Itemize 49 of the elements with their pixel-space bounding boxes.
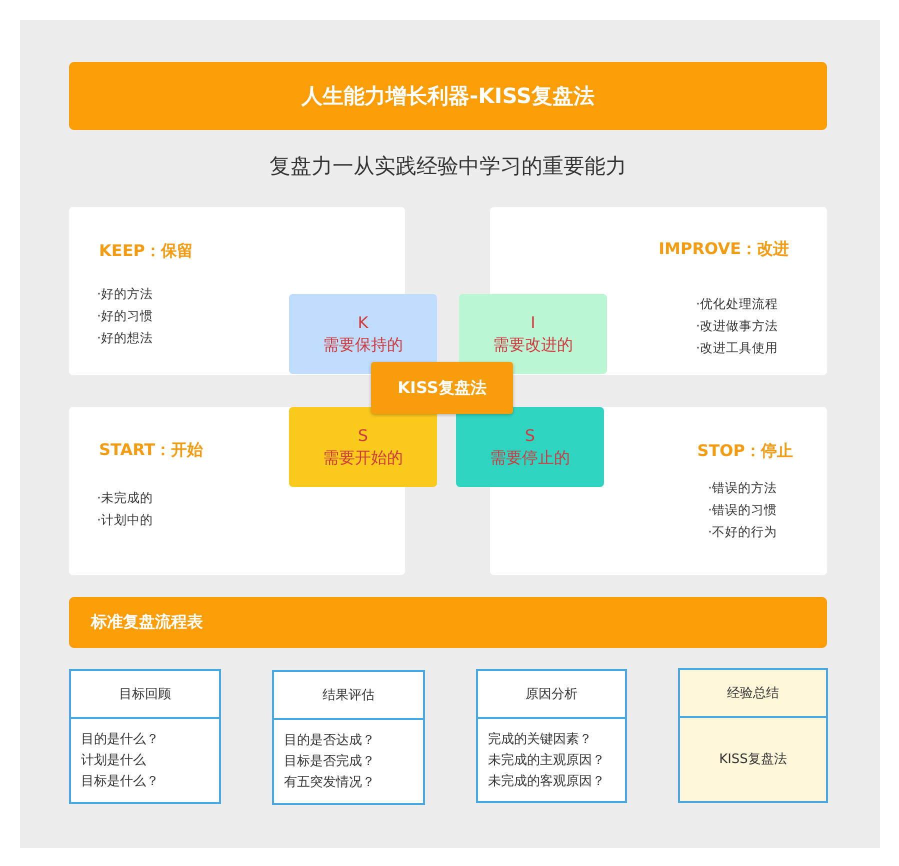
list-item: ·好的方法: [97, 286, 153, 303]
table-text: 未完成的客观原因？: [488, 772, 606, 790]
list-item: ·计划中的: [97, 512, 153, 529]
quadrant-tile: [459, 294, 607, 374]
tile-letter: S: [358, 424, 368, 447]
card-heading: START：开始: [99, 440, 204, 461]
tile-text: 需要开始的: [323, 447, 403, 469]
table-text: 目标是什么？: [81, 773, 160, 791]
card-heading: IMPROVE：改进: [658, 239, 789, 260]
card-heading: STOP：停止: [697, 441, 793, 462]
card-heading: KEEP：保留: [99, 241, 193, 262]
list-item: ·未完成的: [97, 490, 153, 507]
table-text: KISS复盘法: [719, 751, 787, 769]
table-column: [272, 670, 425, 805]
list-item: ·好的想法: [97, 330, 153, 347]
list-item: ·改进做事方法: [696, 318, 778, 335]
table-text: 目标是否完成？: [284, 753, 376, 771]
center-box: KISS复盘法: [371, 362, 513, 414]
title-banner: 人生能力增长利器-KISS复盘法: [69, 62, 827, 130]
column-header: 经验总结: [680, 670, 826, 718]
table-column: [476, 669, 627, 803]
table-text: 目的是什么？: [81, 731, 160, 749]
tile-letter: S: [524, 424, 536, 447]
table-column: [678, 668, 828, 803]
quadrant-tile: [289, 294, 437, 374]
tile-letter: I: [530, 312, 536, 334]
list-item: ·错误的方法: [708, 480, 777, 497]
list-item: ·改进工具使用: [696, 340, 778, 357]
table-text: 完成的关键因素？: [488, 730, 593, 748]
column-header: 目标回顾: [71, 671, 219, 719]
list-item: ·错误的习惯: [708, 502, 777, 519]
table-text: 计划是什么: [81, 752, 147, 770]
quadrant-tile: [456, 407, 604, 487]
quadrant-tile: [289, 407, 437, 487]
list-item: ·不好的行为: [708, 524, 777, 541]
list-item: ·好的习惯: [97, 308, 153, 325]
section-banner: 标准复盘流程表: [69, 597, 827, 648]
subtitle: 复盘力一从实践经验中学习的重要能力: [268, 153, 628, 180]
tile-letter: K: [358, 312, 368, 334]
table-text: 有五突发情况？: [284, 774, 376, 792]
table-text: 目的是否达成？: [284, 732, 376, 750]
table-column: [69, 669, 221, 804]
column-header: 原因分析: [478, 671, 625, 719]
tile-text: 需要改进的: [493, 334, 573, 356]
column-header: 结果评估: [274, 672, 423, 720]
table-text: 未完成的主观原因？: [488, 752, 606, 770]
tile-text: 需要保持的: [323, 334, 403, 356]
tile-text: 需要停止的: [490, 447, 570, 469]
list-item: ·优化处理流程: [696, 296, 778, 313]
